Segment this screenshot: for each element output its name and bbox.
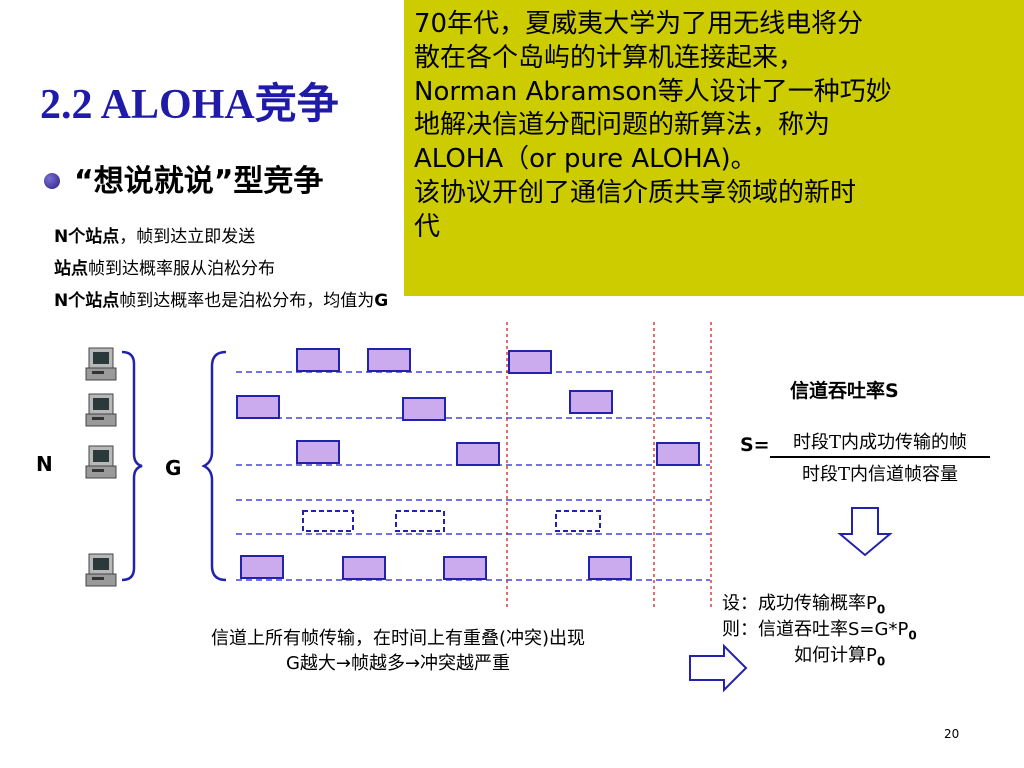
frame bbox=[569, 390, 613, 414]
bottom-caption: 信道上所有帧传输，在时间上有重叠(冲突)出现 G越大→帧越多→冲突越严重 bbox=[108, 626, 688, 676]
desc-line-3-bold: N个站点 bbox=[54, 291, 120, 311]
frame bbox=[456, 442, 500, 466]
frame bbox=[367, 348, 411, 372]
empty-frame bbox=[395, 510, 445, 532]
computer-icon bbox=[85, 393, 117, 427]
step-line-2: 则：信道吞吐率S=G*P0 bbox=[722, 618, 917, 644]
step-line-3-text: 如何计算P bbox=[794, 644, 877, 666]
desc-line-3: N个站点帧到达概率也是泊松分布，均值为G bbox=[54, 286, 388, 311]
popup-line: 散在各个岛屿的计算机连接起来， bbox=[414, 42, 805, 73]
g-label: G bbox=[165, 456, 182, 480]
desc-line-1: N个站点，帧到达立即发送 bbox=[54, 222, 255, 247]
frame bbox=[508, 350, 552, 374]
frame bbox=[588, 556, 632, 580]
frame bbox=[236, 395, 280, 419]
right-arrow-icon bbox=[689, 643, 748, 693]
popup-line: 地解决信道分配问题的新算法，称为 bbox=[414, 110, 831, 141]
frame bbox=[342, 556, 386, 580]
step-line-2-text: 则：信道吞吐率S=G*P bbox=[722, 618, 909, 640]
popup-line: ALOHA（or pure ALOHA)。 bbox=[414, 144, 757, 175]
desc-line-1-bold: N个站点 bbox=[54, 227, 120, 247]
n-label: N bbox=[36, 452, 53, 476]
page-number: 20 bbox=[944, 727, 960, 741]
step-line-2-sub: 0 bbox=[908, 628, 917, 643]
frame bbox=[296, 440, 340, 464]
formula-numerator: 时段T内成功传输的帧 bbox=[770, 428, 990, 458]
computer-icon bbox=[85, 445, 117, 479]
down-arrow-icon bbox=[837, 507, 893, 557]
popup-line: 代 bbox=[414, 211, 441, 242]
bullet-icon bbox=[44, 173, 60, 189]
bottom-line-2: G越大→帧越多→冲突越严重 bbox=[285, 653, 511, 675]
desc-line-3-rest: 帧到达概率也是泊松分布，均值为 bbox=[119, 291, 375, 311]
frame bbox=[296, 348, 340, 372]
step-line-1-sub: 0 bbox=[876, 602, 886, 617]
formula-fraction: 时段T内成功传输的帧 时段T内信道帧容量 bbox=[770, 428, 990, 486]
desc-line-2-rest: 帧到达概率服从泊松分布 bbox=[88, 259, 275, 279]
computer-icon bbox=[85, 347, 117, 381]
frame bbox=[443, 556, 487, 580]
empty-frame bbox=[302, 510, 354, 532]
throughput-label: 信道吞吐率S bbox=[790, 380, 899, 402]
frame bbox=[656, 442, 700, 466]
step-line-1-text: 设：成功传输概率P bbox=[722, 593, 877, 614]
desc-line-1-rest: ，帧到达立即发送 bbox=[119, 227, 256, 247]
frame bbox=[402, 397, 446, 421]
desc-line-2: 站点帧到达概率服从泊松分布 bbox=[54, 254, 275, 279]
computer-icon bbox=[85, 553, 117, 587]
empty-frame bbox=[555, 510, 601, 532]
step-line-1: 设：成功传输概率P0 bbox=[722, 592, 917, 618]
step-line-3: 如何计算P0 bbox=[722, 644, 917, 670]
steps-block: 设：成功传输概率P0 则：信道吞吐率S=G*P0 如何计算P0 bbox=[722, 592, 917, 669]
bullet-text: “想说就说”型竞争 bbox=[74, 164, 324, 199]
g-brace bbox=[201, 350, 227, 582]
popup-line: 70年代，夏威夷大学为了用无线电将分 bbox=[414, 9, 864, 39]
desc-line-3-end: G bbox=[374, 291, 389, 311]
throughput-formula: S= 时段T内成功传输的帧 时段T内信道帧容量 bbox=[740, 432, 990, 485]
n-brace bbox=[121, 350, 143, 582]
step-line-3-sub: 0 bbox=[876, 654, 886, 669]
popup-line: Norman Abramson等人设计了一种巧妙 bbox=[414, 76, 892, 107]
bottom-line-1: 信道上所有帧传输，在时间上有重叠(冲突)出现 bbox=[210, 628, 586, 649]
frame bbox=[240, 555, 284, 579]
popup-line: 该协议开创了通信介质共享领域的新时 bbox=[414, 177, 857, 208]
formula-denominator: 时段T内信道帧容量 bbox=[801, 464, 958, 485]
history-popup: 70年代，夏威夷大学为了用无线电将分 散在各个岛屿的计算机连接起来， Norma… bbox=[404, 0, 1024, 296]
s-equals: S= bbox=[740, 434, 770, 456]
slide-title: 2.2 ALOHA竞争 bbox=[40, 82, 339, 128]
desc-line-2-bold: 站点 bbox=[54, 259, 88, 279]
